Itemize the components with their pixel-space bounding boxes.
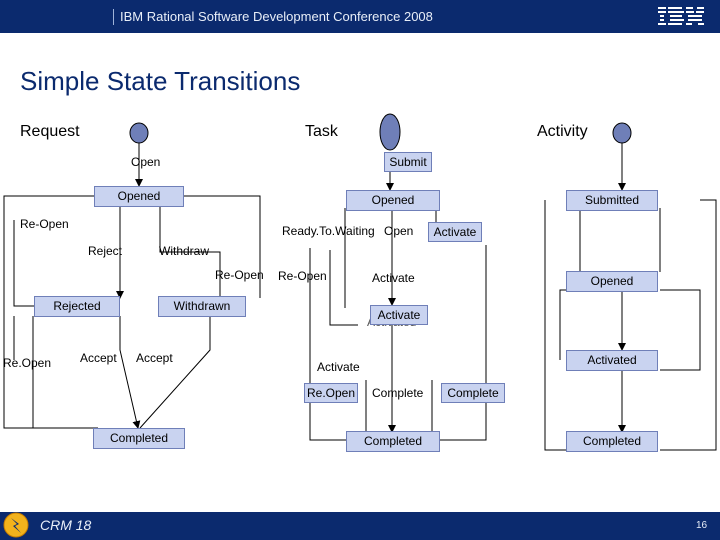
- state-activated: Activated: [566, 350, 658, 371]
- footer-crm-label: CRM 18: [40, 517, 92, 533]
- transition-reject: Reject: [88, 244, 123, 258]
- conference-logo-icon: [3, 512, 29, 538]
- ibm-logo-icon: [658, 7, 704, 25]
- column-header-task: Task: [305, 123, 338, 140]
- state-opened-activity: Opened: [566, 271, 658, 292]
- page-title: Simple State Transitions: [20, 66, 301, 96]
- transition-reopen-mid: Re-Open: [215, 268, 264, 282]
- footer-bar: [0, 512, 720, 540]
- transition-activate-tab: Activate: [370, 305, 428, 325]
- state-opened-task: Opened: [346, 190, 440, 211]
- transition-open-task: Open: [384, 224, 414, 238]
- state-completed-task: Completed: [346, 431, 440, 452]
- activity-start-node: [612, 122, 632, 144]
- state-withdrawn: Withdrawn: [158, 296, 246, 317]
- state-rejected: Rejected: [34, 296, 120, 317]
- transition-complete-task: Complete: [372, 386, 424, 400]
- column-header-activity: Activity: [537, 123, 588, 140]
- transition-activate-2: Activate: [372, 271, 415, 285]
- header-bar: IBM Rational Software Development Confer…: [0, 0, 720, 33]
- transition-accept-1: Accept: [80, 351, 117, 365]
- page-number: 16: [696, 520, 708, 531]
- transition-activate-1: Activate: [428, 222, 482, 242]
- column-header-request: Request: [20, 123, 80, 140]
- transition-reopen-bottom: Re.Open: [3, 356, 52, 370]
- request-start-node: [129, 122, 149, 144]
- state-completed-activity: Completed: [566, 431, 658, 452]
- transition-ready-to-waiting: Ready.To.Waiting: [282, 224, 375, 238]
- state-completed-request: Completed: [93, 428, 185, 449]
- transition-reopen-left: Re-Open: [20, 217, 69, 231]
- transition-open: Open: [131, 155, 161, 169]
- transition-accept-2: Accept: [136, 351, 173, 365]
- transition-submit: Submit: [384, 152, 432, 172]
- transition-withdraw: Withdraw: [159, 244, 210, 258]
- state-submitted: Submitted: [566, 190, 658, 211]
- conference-title: IBM Rational Software Development Confer…: [113, 9, 433, 25]
- transition-complete-activity: Complete: [441, 383, 505, 403]
- state-opened-request: Opened: [94, 186, 184, 207]
- transition-reopen-task-2: Re.Open: [304, 383, 358, 403]
- transition-activate-3: Activate: [317, 360, 360, 374]
- transition-reopen-task: Re-Open: [278, 269, 327, 283]
- task-start-node: [379, 113, 401, 151]
